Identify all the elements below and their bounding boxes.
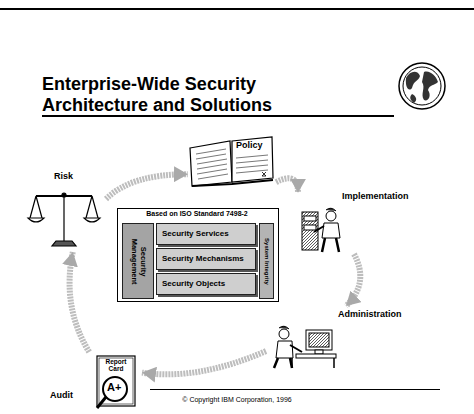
copyright-note: © Copyright IBM Corporation, 1996 [0,396,474,403]
footer-rule [150,389,440,390]
node-label: Security Objects [162,279,225,288]
integrity-band: System Integrity [259,223,274,299]
node-label: Security Management [129,226,146,296]
node-text: Report Card [99,358,133,373]
iso-frame: Based on ISO Standard 7498-2Security Man… [117,208,279,302]
administrator-icon [274,326,336,368]
node-label: Implementation [342,191,409,201]
node-label: Administration [338,309,402,319]
node-label: Security Services [162,229,229,238]
node-label: Security Mechanisms [162,254,244,263]
layer-row: Security Mechanisms [156,248,256,270]
implementation-node: Implementation [298,190,420,254]
book-icon [190,137,273,186]
node-label: Audit [50,390,73,400]
cycle-arrow [106,174,188,199]
layer-row: Security Objects [156,273,256,295]
management-band: Security Management [122,223,154,299]
title-rule [42,115,394,117]
technician-icon [302,208,340,252]
layer-row: Security Services [156,223,256,245]
audit-node: Audit Report CardA+ [46,352,142,410]
node-label: System Integrity [263,226,270,296]
cycle-arrow [142,351,266,374]
scales-icon [28,193,100,246]
node-label: Based on ISO Standard 7498-2 [118,210,276,218]
report-card-icon [97,356,135,408]
cycle-arrow [276,178,298,192]
cycle-arrow [346,254,360,306]
node-label: Risk [54,171,73,181]
cycle-arrow [70,252,90,352]
risk-node: Risk [26,170,106,252]
policy-node: Policy [188,134,276,188]
globe-icon [399,63,445,109]
top-rule [0,8,474,10]
administration-node: Administration [266,306,416,370]
node-text: A+ [107,381,121,394]
node-label: Policy [236,140,263,150]
diagram-title: Enterprise-Wide Security Architecture an… [42,74,342,116]
